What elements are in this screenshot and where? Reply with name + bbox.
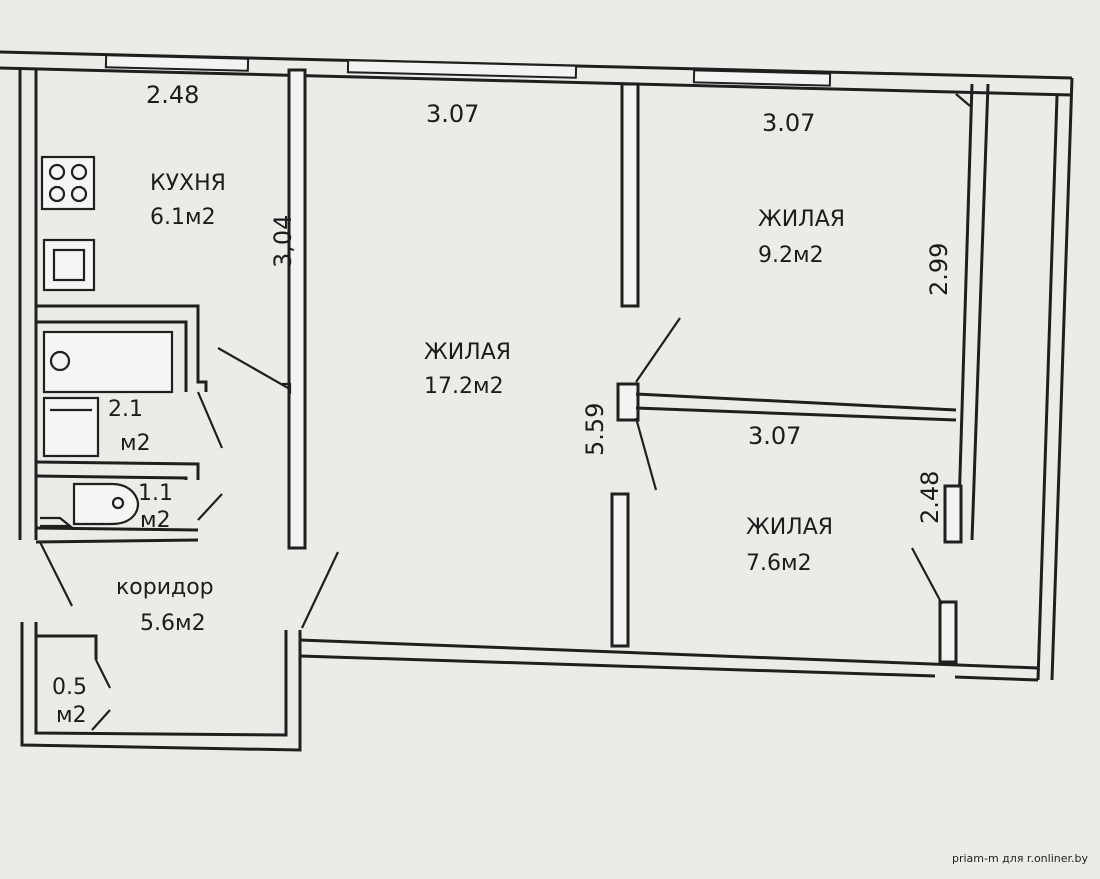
bottom-right-width-dim: 3.07 [748, 422, 801, 450]
outer-walls [0, 50, 1074, 752]
kitchen-depth-dim: 3,04 [269, 215, 297, 268]
dimension-labels: 2.48 3,04 3.07 5.59 3.07 2.99 3.07 2.48 [146, 81, 953, 524]
door-jamb [616, 382, 640, 422]
living-window [346, 59, 578, 79]
kitchen-name: КУХНЯ [150, 171, 226, 196]
large-room-area: 17.2м2 [424, 374, 504, 399]
kitchen-area: 6.1м2 [150, 205, 216, 230]
fixtures [40, 155, 174, 528]
closet-area-value: 0.5 [52, 675, 87, 700]
bedroom-door-jamb [938, 600, 958, 664]
closet-area-unit: м2 [56, 703, 87, 728]
bedroom-window [692, 69, 832, 87]
large-room-name: ЖИЛАЯ [424, 340, 511, 365]
bottom-right-room-area: 7.6м2 [746, 551, 812, 576]
bottom-right-depth-dim: 2.48 [916, 471, 944, 524]
top-right-room-name: ЖИЛАЯ [758, 207, 845, 232]
center-partition-lower [610, 492, 630, 648]
large-room-width-dim: 3.07 [426, 100, 479, 128]
sink-icon [42, 238, 96, 292]
bathtub-icon [42, 330, 174, 394]
top-right-width-dim: 3.07 [762, 109, 815, 137]
kitchen-partition [287, 68, 307, 550]
washbasin-icon [42, 396, 100, 458]
top-right-depth-dim: 2.99 [925, 243, 953, 296]
top-right-room-area: 9.2м2 [758, 243, 824, 268]
balcony-door-jamb [943, 484, 963, 544]
bottom-right-room-name: ЖИЛАЯ [746, 515, 833, 540]
door-swings [39, 93, 971, 731]
bathroom-area-value: 2.1 [108, 397, 143, 422]
bathroom-area-unit: м2 [120, 431, 151, 456]
interior-walls [35, 68, 990, 664]
toilet-area-value: 1.1 [138, 481, 173, 506]
corridor-area: 5.6м2 [140, 611, 206, 636]
image-credit: priam-m для r.onliner.by [951, 852, 1088, 865]
windows [104, 54, 832, 87]
corridor-name: коридор [116, 575, 214, 600]
large-room-depth-dim: 5.59 [581, 403, 609, 456]
room-labels: КУХНЯ 6.1м2 ЖИЛАЯ 17.2м2 ЖИЛАЯ 9.2м2 ЖИЛ… [52, 171, 845, 728]
kitchen-width-dim: 2.48 [146, 81, 199, 109]
stove-icon [40, 155, 96, 211]
kitchen-window [104, 54, 250, 72]
toilet-area-unit: м2 [140, 508, 171, 533]
center-partition-upper [620, 82, 640, 308]
toilet-icon [40, 482, 140, 528]
